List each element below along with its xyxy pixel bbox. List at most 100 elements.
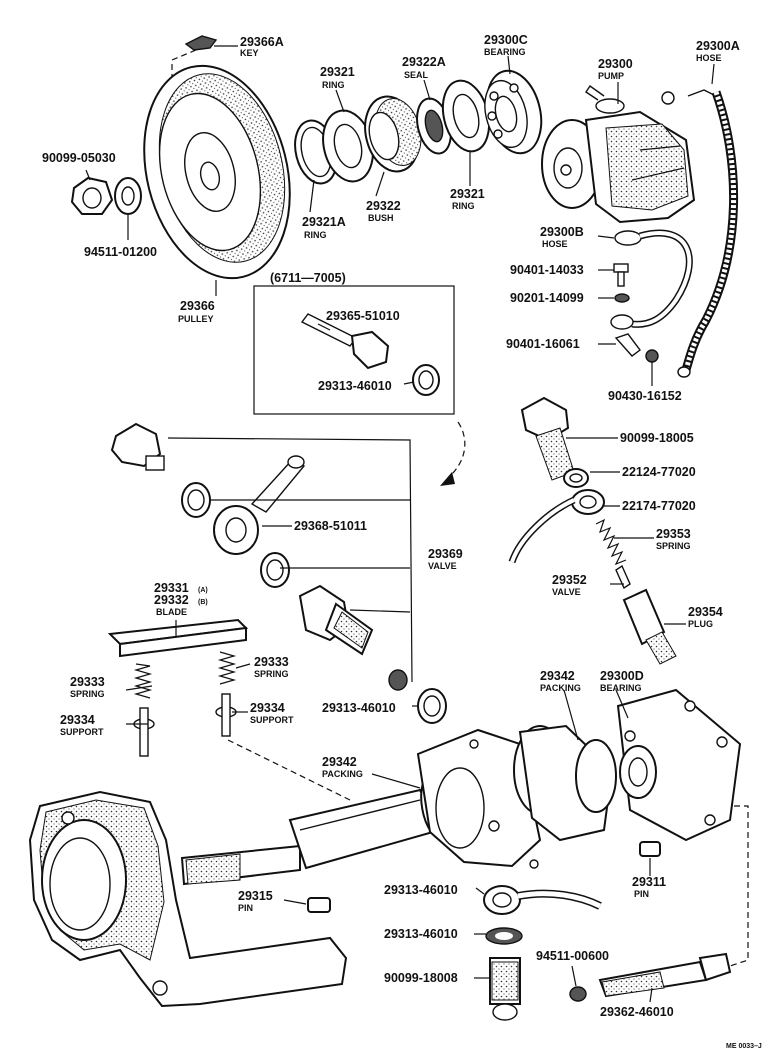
svg-text:29321A: 29321A: [302, 215, 346, 229]
label-29353: 29353 SPRING: [656, 527, 691, 551]
svg-text:29315: 29315: [238, 889, 273, 903]
label-29311: 29311 PIN: [632, 875, 666, 899]
label-22124-77020: 22124-77020: [622, 465, 696, 479]
svg-text:HOSE: HOSE: [696, 53, 722, 63]
svg-text:29369: 29369: [428, 547, 463, 561]
svg-text:BEARING: BEARING: [484, 47, 526, 57]
svg-text:29342: 29342: [322, 755, 357, 769]
label-90201-14099: 90201-14099: [510, 291, 584, 305]
svg-text:29300D: 29300D: [600, 669, 644, 683]
valve-part: [298, 584, 374, 656]
svg-text:BUSH: BUSH: [368, 213, 394, 223]
svg-text:29365-51010: 29365-51010: [326, 309, 400, 323]
label-29300a: 29300A HOSE: [696, 39, 740, 63]
union-lower-part: [483, 885, 602, 915]
support-right-part: [215, 693, 237, 737]
pin-29311-part: [639, 841, 661, 857]
bearing-part: [484, 69, 543, 155]
label-diagram-code: ME 0033–J: [726, 1043, 762, 1050]
support-left-part: [133, 707, 155, 757]
svg-text:KEY: KEY: [240, 48, 259, 58]
svg-text:29353: 29353: [656, 527, 691, 541]
union-nut-part: [110, 422, 165, 471]
svg-text:SPRING: SPRING: [70, 689, 105, 699]
svg-text:29333: 29333: [254, 655, 289, 669]
label-29366: 29366 PULLEY: [178, 299, 215, 324]
label-29322: 29322 BUSH: [366, 199, 401, 223]
label-29368-51011: 29368-51011: [294, 519, 367, 533]
label-90099-18005: 90099-18005: [620, 431, 694, 445]
label-29365-51010: 29365-51010: [326, 309, 400, 323]
svg-text:29332: 29332: [154, 593, 189, 607]
svg-text:PACKING: PACKING: [322, 769, 363, 779]
svg-text:94511-00600: 94511-00600: [536, 949, 609, 963]
gasket-lower-part: [485, 927, 523, 945]
svg-text:22124-77020: 22124-77020: [622, 465, 696, 479]
housing-part: [416, 724, 617, 869]
svg-text:29368-51011: 29368-51011: [294, 519, 367, 533]
svg-text:RING: RING: [452, 201, 475, 211]
svg-text:90099-18005: 90099-18005: [620, 431, 694, 445]
svg-text:90401-14033: 90401-14033: [510, 263, 584, 277]
svg-text:SUPPORT: SUPPORT: [250, 715, 294, 725]
svg-text:94511-01200: 94511-01200: [84, 245, 157, 259]
svg-text:PLUG: PLUG: [688, 619, 713, 629]
svg-text:PUMP: PUMP: [598, 71, 624, 81]
svg-text:BEARING: BEARING: [600, 683, 642, 693]
svg-text:(B): (B): [198, 599, 208, 606]
svg-text:29300B: 29300B: [540, 225, 584, 239]
svg-text:29321: 29321: [320, 65, 355, 79]
spring-left-part: [133, 663, 153, 699]
spring-right-part: [217, 651, 237, 685]
label-29369: 29369 VALVE: [428, 547, 463, 571]
label-90401-14033: 90401-14033: [510, 263, 584, 277]
svg-text:29322: 29322: [366, 199, 401, 213]
svg-text:29366A: 29366A: [240, 35, 284, 49]
svg-text:29300: 29300: [598, 57, 633, 71]
svg-text:29300C: 29300C: [484, 33, 528, 47]
pin-29315-part: [307, 897, 331, 913]
flow-arrow: [440, 421, 466, 486]
label-29315: 29315 PIN: [238, 889, 273, 913]
svg-text:90099-18008: 90099-18008: [384, 971, 458, 985]
svg-text:29322A: 29322A: [402, 55, 446, 69]
label-29300d: 29300D BEARING: [600, 669, 644, 693]
pulley-part: [143, 64, 291, 280]
washer-00600-part: [569, 986, 587, 1002]
bush-part: [364, 95, 422, 173]
svg-text:VALVE: VALVE: [552, 587, 581, 597]
label-29313-46010-inset: 29313-46010: [318, 379, 392, 393]
label-29300c: 29300C BEARING: [484, 33, 528, 57]
svg-text:29366: 29366: [180, 299, 215, 313]
svg-text:29352: 29352: [552, 573, 587, 587]
label-29334-right: 29334 SUPPORT: [250, 701, 294, 725]
label-29300: 29300 PUMP: [598, 57, 633, 81]
svg-text:90401-16061: 90401-16061: [506, 337, 580, 351]
svg-text:29334: 29334: [250, 701, 285, 715]
bolt-14033-part: [613, 263, 629, 287]
bolt-16061-part: [614, 333, 641, 357]
label-29321a: 29321A RING: [302, 215, 346, 240]
svg-text:BLADE: BLADE: [156, 607, 187, 617]
stud-bolt-part: [598, 952, 732, 998]
svg-text:SPRING: SPRING: [656, 541, 691, 551]
key-part: [184, 35, 218, 51]
label-29333-right: 29333 SPRING: [254, 655, 289, 679]
svg-text:ME 0033–J: ME 0033–J: [726, 1043, 762, 1050]
svg-text:VALVE: VALVE: [428, 561, 457, 571]
union-bolt-18005-part: [520, 396, 575, 481]
svg-text:90201-14099: 90201-14099: [510, 291, 584, 305]
svg-text:SEAL: SEAL: [404, 70, 429, 80]
nut-part: [70, 176, 114, 215]
label-29321-top: 29321 RING: [320, 65, 355, 90]
label-29354: 29354 PLUG: [688, 605, 723, 629]
svg-text:22174-77020: 22174-77020: [622, 499, 696, 513]
union-22174-part: [508, 489, 605, 564]
svg-text:29362-46010: 29362-46010: [600, 1005, 674, 1019]
union-29368-part: [213, 455, 306, 555]
svg-text:29311: 29311: [632, 875, 666, 889]
label-29332: 29332 (B) BLADE: [154, 593, 208, 617]
pump-part: [541, 85, 696, 224]
label-29313-46010-mid: 29313-46010: [322, 701, 396, 715]
